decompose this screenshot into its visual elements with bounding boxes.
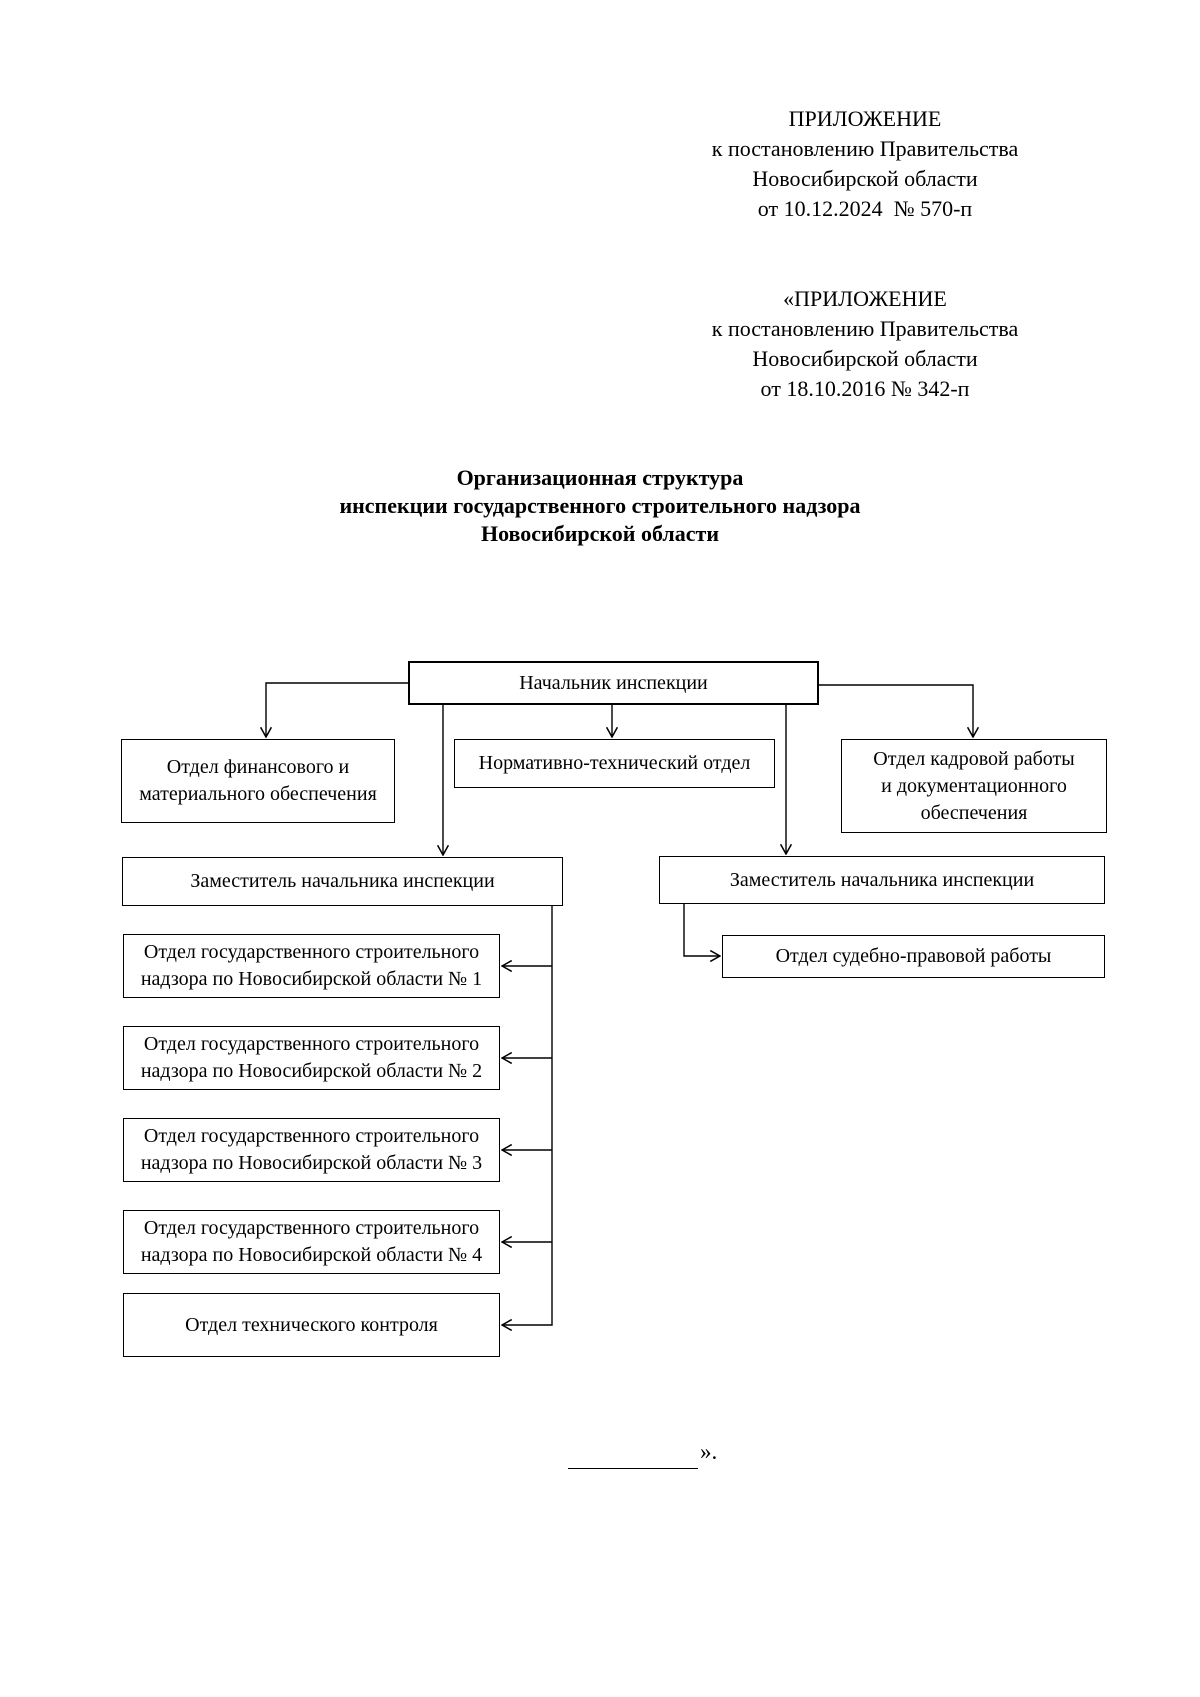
org-node-head: Начальник инспекции: [408, 661, 819, 705]
org-node-fin: Отдел финансового и материального обеспе…: [121, 739, 395, 823]
org-node-zam2: Заместитель начальника инспекции: [659, 856, 1105, 904]
stamp-line: от 10.12.2024 № 570-п: [757, 196, 973, 221]
stamp-line: Новосибирской области: [752, 166, 978, 191]
stamp-line: «ПРИЛОЖЕНИЕ: [783, 286, 947, 311]
approval-stamp-2016: «ПРИЛОЖЕНИЕ к постановлению Правительств…: [640, 284, 1090, 404]
page-title: Организационная структура инспекции госу…: [0, 464, 1200, 548]
org-node-gsn1: Отдел государственного строительного над…: [123, 934, 500, 998]
org-node-gsn2: Отдел государственного строительного над…: [123, 1026, 500, 1090]
edge-head-fin: [266, 682, 408, 737]
title-line: Организационная структура: [456, 465, 744, 490]
org-node-zam1: Заместитель начальника инспекции: [122, 857, 563, 906]
signature-line: [568, 1441, 698, 1469]
edge-head-kadr: [819, 684, 973, 737]
closing-quote-mark: ».: [700, 1439, 718, 1464]
stamp-line: Новосибирской области: [752, 346, 978, 371]
stamp-line: от 18.10.2016 № 342-п: [760, 376, 970, 401]
org-node-norm: Нормативно-технический отдел: [454, 739, 775, 788]
edge-zam2-sud: [683, 904, 720, 956]
org-node-gsn4: Отдел государственного строительного над…: [123, 1210, 500, 1274]
approval-stamp-2024: ПРИЛОЖЕНИЕ к постановлению Правительства…: [640, 104, 1090, 224]
org-node-kadr: Отдел кадровой работы и документационног…: [841, 739, 1107, 833]
org-node-sud: Отдел судебно-правовой работы: [722, 935, 1105, 978]
title-line: инспекции государственного строительного…: [339, 493, 861, 518]
org-node-gsn3: Отдел государственного строительного над…: [123, 1118, 500, 1182]
stamp-line: к постановлению Правительства: [711, 136, 1019, 161]
org-node-tech: Отдел технического контроля: [123, 1293, 500, 1357]
stamp-line: ПРИЛОЖЕНИЕ: [788, 106, 942, 131]
stamp-line: к постановлению Правительства: [711, 316, 1019, 341]
edge-zam1-tech: [502, 906, 553, 1325]
closing-signature: ».: [568, 1439, 718, 1469]
title-line: Новосибирской области: [480, 521, 719, 546]
org-chart: Начальник инспекции Отдел финансового и …: [0, 600, 1200, 1400]
org-chart-connectors: [0, 682, 1200, 1400]
